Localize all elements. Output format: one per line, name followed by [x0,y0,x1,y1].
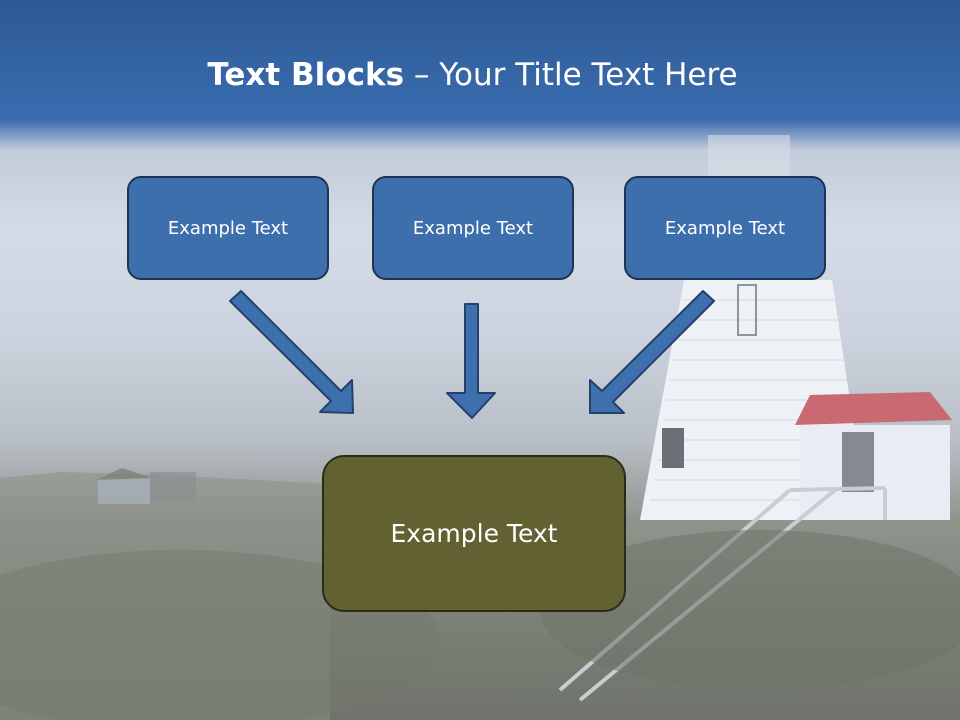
text-block-2-label: Example Text [412,217,534,239]
text-block-3[interactable]: Example Text [624,176,826,280]
text-block-2[interactable]: Example Text [372,176,574,280]
title-rest: Your Title Text Here [439,57,738,93]
slide-title: Text Blocks – Your Title Text Here [0,52,945,98]
text-block-1-label: Example Text [167,217,289,239]
text-block-1[interactable]: Example Text [127,176,329,280]
text-block-3-label: Example Text [664,217,786,239]
arrow-down-left-icon [589,290,715,414]
arrow-down-right-icon [229,290,354,414]
arrow-down-icon [446,303,496,419]
title-bold: Text Blocks [207,57,405,93]
target-block-label: Example Text [390,519,558,548]
title-separator: – [404,57,440,93]
target-block[interactable]: Example Text [322,455,626,612]
